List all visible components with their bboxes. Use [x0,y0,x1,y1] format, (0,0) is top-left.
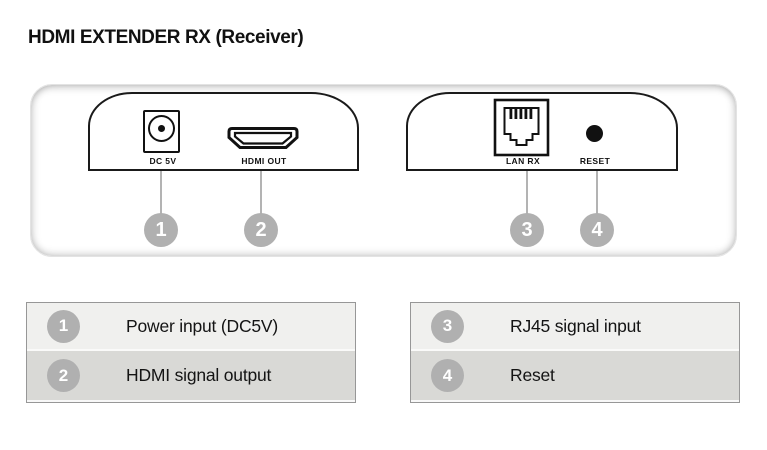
port-label-lan-rx: LAN RX [505,156,541,166]
callout-leader-1 [160,171,162,214]
dc-jack-pin [158,124,165,132]
legend-badge-1: 1 [47,309,80,343]
reset-button-icon [586,125,603,142]
dc-power-jack-icon [143,110,180,153]
rj45-port-icon [493,98,550,157]
legend-label-rj45-input: RJ45 signal input [510,315,641,336]
callout-badge-2: 2 [244,213,278,247]
legend-label-hdmi-output: HDMI signal output [126,365,272,385]
callout-badge-4: 4 [580,213,614,247]
dc-jack-barrel [148,114,175,142]
callout-badge-1: 1 [144,213,178,247]
legend-row-hdmi-output: 2 HDMI signal output [27,351,355,400]
device-panel-power-hdmi: DC 5V HDMI OUT [88,92,359,171]
legend-table-left: 1 Power input (DC5V) 2 HDMI signal outpu… [26,302,356,403]
device-panel-lan-reset: LAN RX RESET [406,92,678,171]
port-label-hdmi-out: HDMI OUT [241,156,287,166]
legend-row-reset: 4 Reset [411,351,739,400]
callout-badge-3: 3 [510,213,544,247]
legend-table-right: 3 RJ45 signal input 4 Reset [410,302,740,403]
callout-leader-2 [260,171,262,214]
hdmi-port-icon [227,127,299,149]
legend-row-power-input: 1 Power input (DC5V) [27,303,355,351]
callout-leader-4 [596,171,598,214]
legend-label-reset: Reset [510,365,555,385]
callout-leader-3 [526,171,528,214]
legend-badge-3: 3 [431,309,464,343]
page-title: HDMI EXTENDER RX (Receiver) [28,27,304,48]
legend-row-rj45-input: 3 RJ45 signal input [411,303,739,351]
device-rear-view: DC 5V HDMI OUT LAN RX RESET 1 2 [30,84,737,257]
legend-label-power-input: Power input (DC5V) [126,315,279,336]
legend-badge-4: 4 [431,359,464,392]
port-label-reset: RESET [579,156,611,166]
legend-badge-2: 2 [47,359,80,392]
port-label-dc5v: DC 5V [149,156,177,166]
